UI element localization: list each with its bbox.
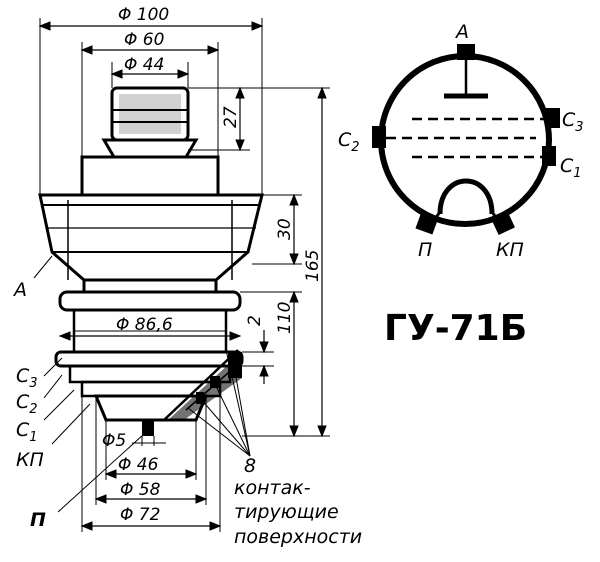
tube-schematic	[372, 44, 560, 235]
dim-d5: Φ5	[102, 431, 126, 451]
schematic-cathode	[437, 178, 495, 215]
dim-d46: Φ 46	[118, 455, 159, 475]
tube-outline	[38, 86, 264, 436]
schematic-label-c3: С3	[562, 109, 584, 135]
tube-type-title: ГУ-71Б	[384, 308, 527, 349]
schematic-label-anode: А	[454, 21, 469, 43]
schematic-label-c2: С2	[338, 129, 360, 155]
outline-label-c1: С1	[16, 419, 38, 445]
dim-h27: 27	[221, 106, 241, 128]
outline-label-c2: С2	[16, 391, 38, 417]
contacts-text-3: поверхности	[234, 526, 362, 548]
dim-d866: Φ 86,6	[116, 315, 173, 335]
anode-radiator	[38, 193, 264, 282]
outline-label-kp: КП	[16, 449, 44, 471]
contacts-text-2: тирующие	[234, 501, 339, 523]
schematic-label-kp: КП	[496, 239, 524, 261]
dim-d58: Φ 58	[120, 480, 161, 500]
dim-d44: Φ 44	[124, 55, 164, 75]
dim-h30: 30	[275, 218, 295, 240]
dim-d60: Φ 60	[124, 30, 164, 50]
tube-neck	[80, 155, 220, 197]
dim-h165: 165	[303, 250, 323, 282]
leader-lines	[33, 255, 251, 513]
dimension-lines	[38, 18, 330, 532]
dim-d100: Φ 100	[118, 5, 169, 25]
filament-pin	[142, 420, 154, 436]
schematic-anode-terminal	[457, 44, 475, 60]
contacts-count: 8	[244, 455, 256, 477]
dim-h110: 110	[275, 302, 295, 334]
contacts-text-1: контак-	[234, 477, 311, 499]
c3-flange	[58, 290, 242, 312]
schematic-label-p: П	[418, 239, 432, 261]
outline-label-p: П	[30, 509, 46, 531]
c2-flange	[54, 350, 244, 368]
schematic-label-c1: С1	[560, 155, 582, 181]
dim-h2: 2	[245, 315, 265, 326]
outline-label-c3: С3	[16, 365, 38, 391]
outline-label-anode: А	[12, 279, 27, 301]
dim-d72: Φ 72	[120, 505, 160, 525]
